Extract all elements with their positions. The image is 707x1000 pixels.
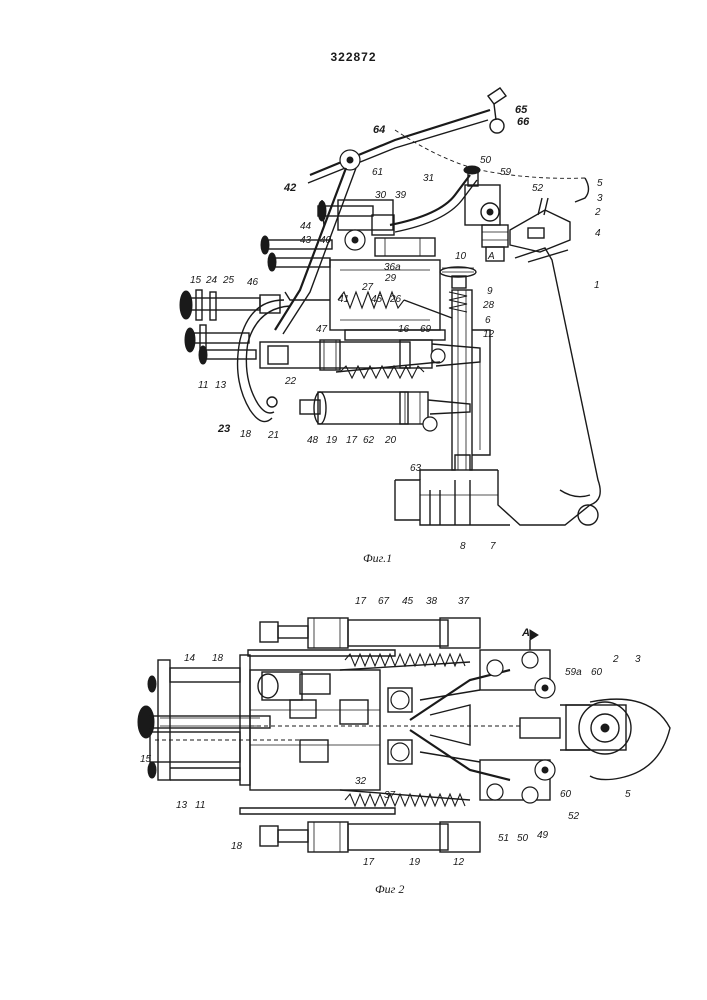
fig2-label: 11 (195, 800, 205, 811)
fig1-label: 25 (222, 275, 235, 286)
fig2-label: 49 (537, 830, 549, 841)
fig1-label: 1 (594, 280, 600, 291)
fig1-label: 24 (205, 275, 218, 286)
fig2-label: 59а (565, 667, 582, 678)
fig2-label: 17 (363, 857, 375, 868)
fig1-label: 22 (284, 376, 297, 387)
fig1-label: 66 (517, 116, 530, 128)
fig1-label: 27 (361, 282, 374, 293)
fig1-label: 2 (594, 207, 601, 218)
fig1-label: 42 (283, 182, 296, 194)
fig1-label: 20 (384, 435, 397, 446)
fig2-label: 50 (517, 833, 529, 844)
fig1-label: 52 (532, 183, 544, 194)
fig1-label: 46 (247, 277, 259, 288)
figure-1-caption: Фиг.1 (363, 551, 392, 565)
figure-1-drawing: 65 66 64 50 59 52 5 3 2 4 1 42 61 31 30 … (180, 88, 603, 565)
fig2-label: 32 (355, 776, 367, 787)
fig1-label: 17 (346, 435, 358, 446)
fig1-label: 15 (190, 275, 202, 286)
fig1-label: 39 (395, 190, 407, 201)
fig2-label: 18 (231, 841, 243, 852)
fig2-label: 37 (384, 790, 396, 801)
fig2-label: 5 (625, 789, 631, 800)
fig2-label: 14 (184, 653, 196, 664)
fig2-label: 45 (402, 596, 414, 607)
fig1-label: 19 (326, 435, 338, 446)
fig1-label: 23 (217, 423, 230, 435)
fig1-label: 31 (423, 173, 434, 184)
fig2-label: 51 (498, 833, 509, 844)
fig2-label: 52 (568, 811, 580, 822)
fig1-label: 11 (198, 380, 208, 391)
fig2-label: 60 (591, 667, 603, 678)
fig2-label: 18 (212, 653, 224, 664)
figure-2-caption: Фиг 2 (375, 882, 404, 896)
fig1-label: 47 (316, 324, 328, 335)
fig2-label: 37 (458, 596, 470, 607)
fig2-label: A (521, 627, 530, 639)
fig1-label: 69 (420, 324, 432, 335)
fig1-label: 50 (480, 155, 492, 166)
fig1-label: 40 (320, 235, 332, 246)
fig1-label: A (487, 251, 495, 262)
fig1-label: 3 (597, 193, 603, 204)
fig1-label: 18 (240, 429, 252, 440)
fig1-label: 5 (597, 178, 603, 189)
fig1-label: 41 (338, 294, 349, 305)
fig1-label: 43 (300, 235, 312, 246)
fig2-label: 15 (140, 754, 152, 765)
fig2-label: 3 (635, 654, 641, 665)
fig2-label: 13 (176, 800, 188, 811)
fig1-label: 61 (372, 167, 383, 178)
fig1-label: 9 (487, 286, 493, 297)
fig2-label: 38 (426, 596, 438, 607)
fig2-label: 60 (560, 789, 572, 800)
fig2-label: 19 (409, 857, 421, 868)
fig1-label: 8 (460, 541, 466, 552)
fig1-label: 48 (307, 435, 319, 446)
fig1-label: 36а (384, 262, 401, 273)
fig1-label: 12 (483, 329, 495, 340)
fig1-label: 13 (215, 380, 227, 391)
fig1-label: 26 (389, 294, 402, 305)
fig1-label: 59 (500, 167, 512, 178)
fig1-label: 44 (300, 221, 312, 232)
fig1-label: 7 (490, 541, 496, 552)
fig1-label: 4 (595, 228, 601, 239)
fig1-label: 64 (373, 124, 385, 136)
fig1-label: 16 (398, 324, 410, 335)
fig2-label: 67 (378, 596, 390, 607)
fig2-label: 2 (612, 654, 619, 665)
fig1-label: 28 (482, 300, 495, 311)
fig1-label: 21 (267, 430, 279, 441)
fig1-label: 30 (375, 190, 387, 201)
fig2-label: 17 (355, 596, 367, 607)
fig1-label: 29 (384, 273, 397, 284)
fig2-label: 12 (453, 857, 465, 868)
fig1-label: 10 (455, 251, 467, 262)
fig1-label: 45 (371, 294, 383, 305)
fig1-label: 6 (485, 315, 491, 326)
figure-2-drawing: 17 67 45 38 37 14 18 15 13 11 59а 60 2 3… (138, 596, 670, 896)
fig1-label: 63 (410, 463, 422, 474)
fig1-label: 65 (515, 104, 528, 116)
fig1-label: 62 (363, 435, 375, 446)
